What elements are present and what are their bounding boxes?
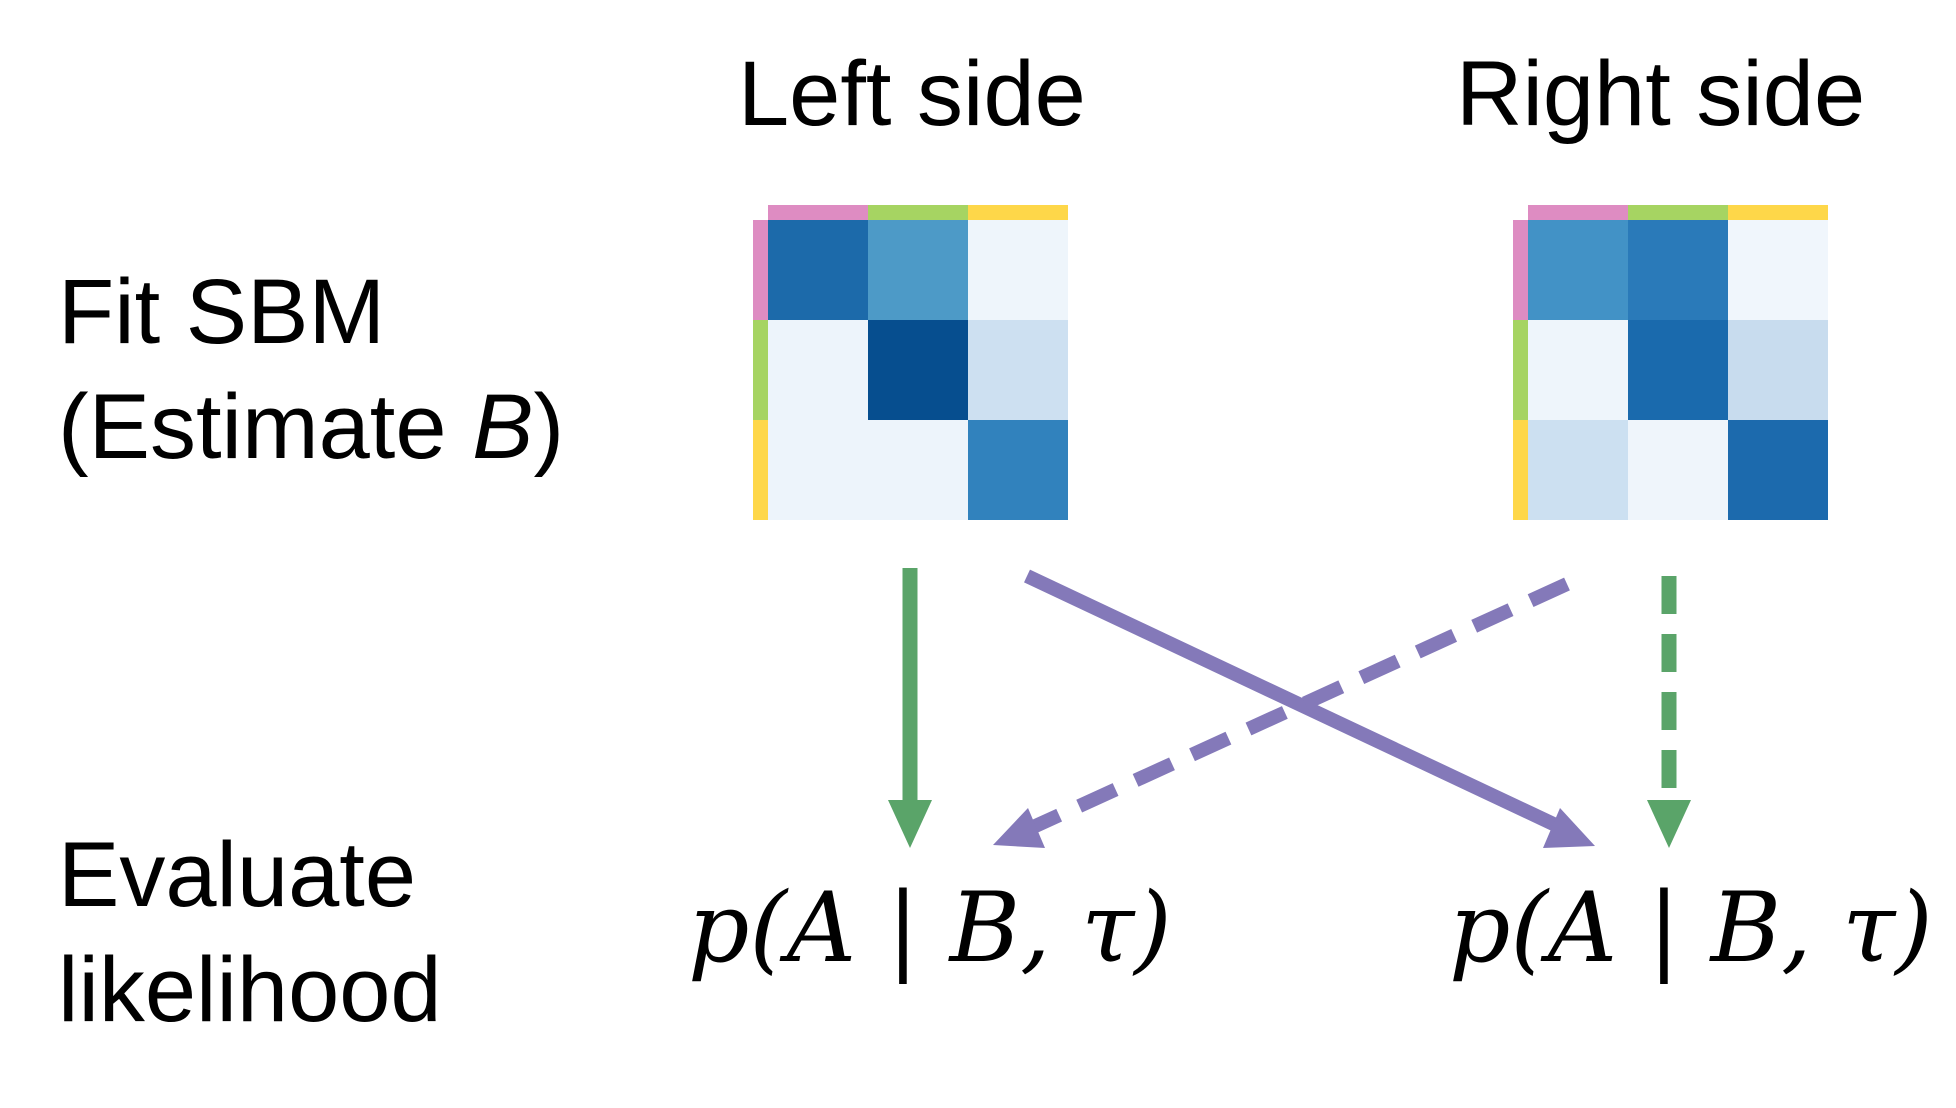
heatmap-cell — [968, 420, 1068, 520]
group-bar-side-2 — [753, 320, 768, 420]
heatmap-cell — [768, 420, 868, 520]
group-bar-side-2 — [1513, 320, 1528, 420]
heatmap-cell — [1728, 420, 1828, 520]
group-bar-top-2 — [1628, 205, 1728, 220]
arrows — [888, 568, 1691, 848]
heatmap-cell — [1528, 220, 1628, 320]
heatmap-cell — [968, 320, 1068, 420]
heatmap-cell — [1728, 220, 1828, 320]
group-bar-side-1 — [753, 220, 768, 320]
group-bar-top-2 — [868, 205, 968, 220]
row-label-fit-suffix: ) — [533, 376, 565, 478]
group-bar-side-3 — [753, 420, 768, 520]
arrow-right-to-left-shaft — [1028, 577, 1570, 835]
arrow-left-to-left-head — [888, 800, 932, 848]
arrow-right-to-left-head — [993, 808, 1045, 848]
group-bar-top-3 — [968, 205, 1068, 220]
row-label-fit-prefix: (Estimate — [58, 376, 473, 478]
group-bar-top-1 — [768, 205, 868, 220]
heatmap-cell — [768, 220, 868, 320]
heatmap-cell — [1628, 220, 1728, 320]
heatmap-cell — [1628, 320, 1728, 420]
heatmap-right — [1513, 205, 1828, 520]
group-bar-top-3 — [1728, 205, 1828, 220]
arrow-right-to-right-head — [1647, 800, 1691, 848]
group-bar-side-3 — [1513, 420, 1528, 520]
heatmap-cell — [868, 420, 968, 520]
heatmap-cell — [1628, 420, 1728, 520]
likelihood-formula-right: p(A | B, τ) — [1449, 872, 1933, 984]
heatmap-cell — [868, 220, 968, 320]
heatmap-cell — [1528, 420, 1628, 520]
heatmap-cell — [968, 220, 1068, 320]
group-bar-side-1 — [1513, 220, 1528, 320]
row-label-evaluate: Evaluate likelihood — [58, 818, 442, 1048]
arrow-left-to-right-head — [1543, 808, 1595, 848]
heatmap-cell — [1528, 320, 1628, 420]
heatmap-cell — [768, 320, 868, 420]
row-label-fit-line2: (Estimate B) — [58, 370, 564, 485]
arrow-left-to-right-shaft — [1024, 569, 1567, 836]
heatmap-left — [753, 205, 1068, 520]
group-bar-top-1 — [1528, 205, 1628, 220]
heatmap-cell — [868, 320, 968, 420]
row-label-eval-line2: likelihood — [58, 939, 442, 1041]
heatmap-cell — [1728, 320, 1828, 420]
column-title-left: Left side — [738, 43, 1086, 145]
row-label-eval-line1: Evaluate — [58, 824, 417, 926]
likelihood-formula-left: p(A | B, τ) — [688, 872, 1172, 984]
row-label-fit-variable: B — [472, 376, 534, 478]
column-title-right: Right side — [1456, 43, 1866, 145]
row-label-fit-line1: Fit SBM — [58, 261, 386, 363]
row-label-fit-sbm: Fit SBM (Estimate B) — [58, 255, 564, 485]
